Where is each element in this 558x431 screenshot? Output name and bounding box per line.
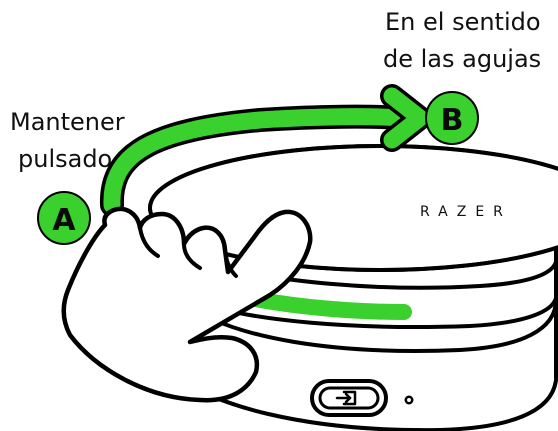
finger-crease-1 — [138, 226, 160, 258]
hold-label-line-2: pulsado — [18, 145, 112, 173]
finger-crease-2 — [182, 242, 202, 270]
hold-label-line-1: Mantener — [10, 108, 125, 136]
input-button[interactable] — [310, 379, 388, 417]
direction-label-line-2: de las agujas — [383, 45, 541, 73]
device-top-outline — [148, 144, 558, 272]
led-dot-icon — [404, 395, 414, 405]
input-switch-icon — [335, 390, 357, 406]
hand-illustration — [61, 206, 313, 403]
finger-crease-3 — [223, 248, 238, 278]
svg-text:A: A — [52, 203, 76, 238]
svg-text:B: B — [441, 103, 464, 138]
rotation-arrow — [99, 84, 432, 217]
badge-b: B — [425, 91, 479, 145]
badge-a: A — [37, 191, 91, 245]
hand-outline — [61, 206, 313, 403]
device-lower-side — [178, 298, 558, 380]
direction-label-line-1: En el sentido — [385, 8, 541, 36]
brand-logo: RAZER — [420, 204, 512, 220]
device-light-strip — [242, 290, 412, 320]
